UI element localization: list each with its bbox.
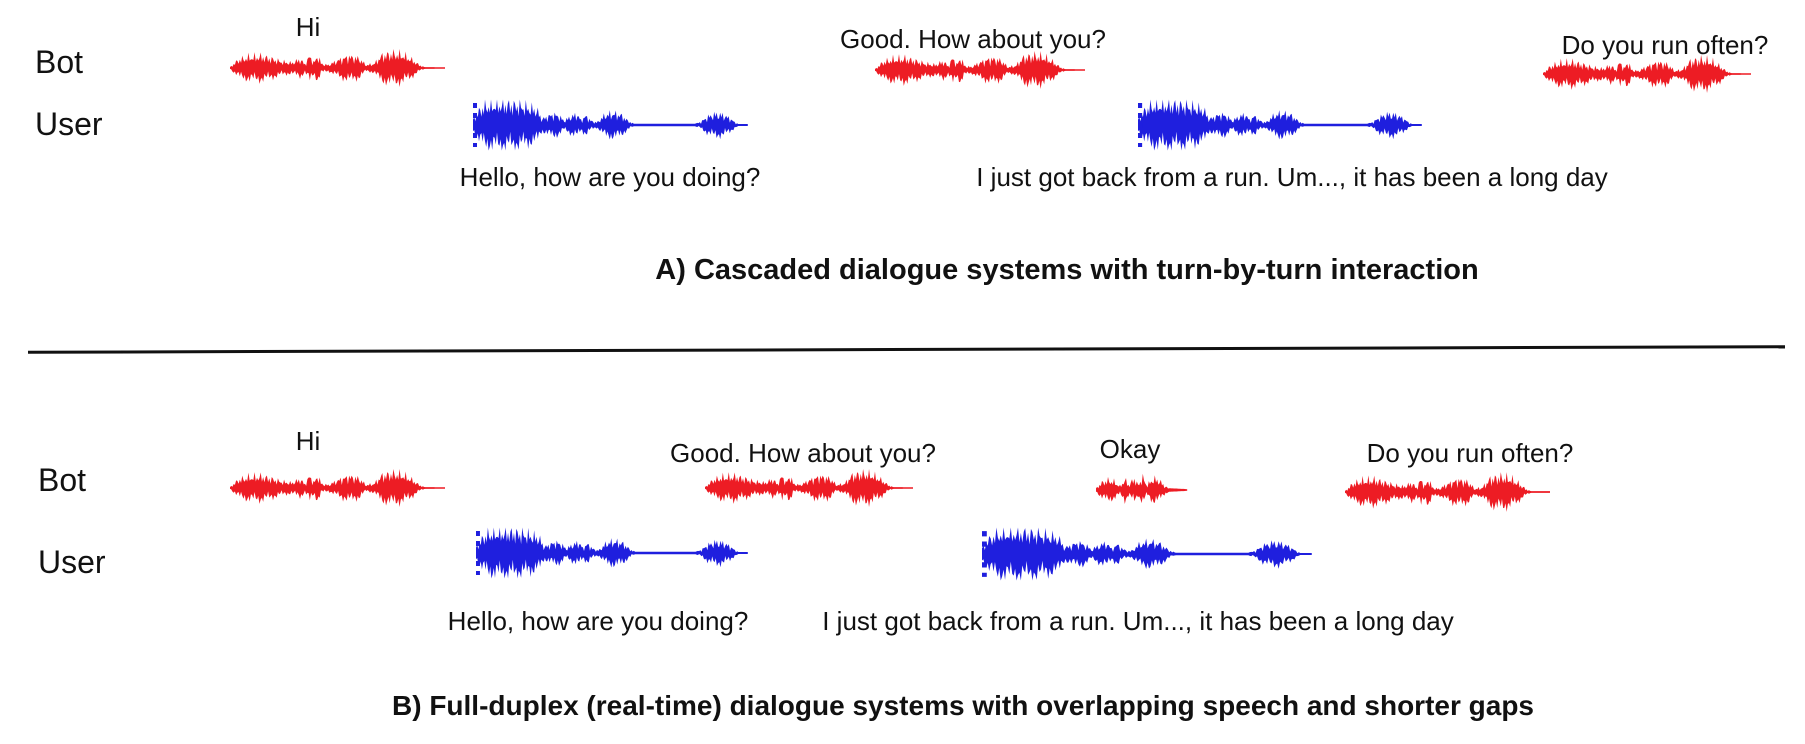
user-utterance-label: Hello, how are you doing? — [447, 606, 749, 636]
bot-waveform-icon — [230, 469, 445, 507]
user-utterance-label: I just got back from a run. Um..., it ha… — [822, 606, 1454, 636]
user-waveform-icon — [982, 527, 1312, 581]
bot-waveform-icon — [1096, 473, 1188, 505]
bot-waveform-icon — [1345, 472, 1550, 512]
user-row-label-b: User — [38, 544, 106, 580]
bot-utterance-label: Do you run often? — [1561, 30, 1769, 60]
bot-row-label-a: Bot — [35, 44, 84, 80]
user-waveform-icon — [473, 99, 748, 151]
bot-waveform-icon — [705, 469, 913, 507]
bot-row-label-b: Bot — [38, 462, 87, 498]
bot-waveform-icon — [875, 51, 1085, 89]
bot-utterance-label: Good. How about you? — [670, 438, 936, 468]
user-waveform-icon — [1138, 99, 1422, 151]
user-utterance-label: I just got back from a run. Um..., it ha… — [976, 162, 1608, 192]
user-row-label-a: User — [35, 106, 103, 142]
bot-utterance-label: Do you run often? — [1366, 438, 1574, 468]
panel-a-caption: A) Cascaded dialogue systems with turn-b… — [655, 254, 1479, 286]
bot-utterance-label: Hi — [295, 426, 321, 456]
user-waveform-icon — [476, 527, 748, 579]
panel-divider-line — [27, 345, 1786, 354]
bot-waveform-icon — [1543, 55, 1751, 93]
bot-utterance-label: Hi — [295, 12, 321, 42]
user-utterance-label: Hello, how are you doing? — [459, 162, 761, 192]
panel-b-caption: B) Full-duplex (real-time) dialogue syst… — [392, 690, 1534, 721]
bot-waveform-icon — [230, 49, 445, 87]
bot-utterance-label: Okay — [1099, 434, 1161, 464]
bot-utterance-label: Good. How about you? — [840, 24, 1106, 54]
